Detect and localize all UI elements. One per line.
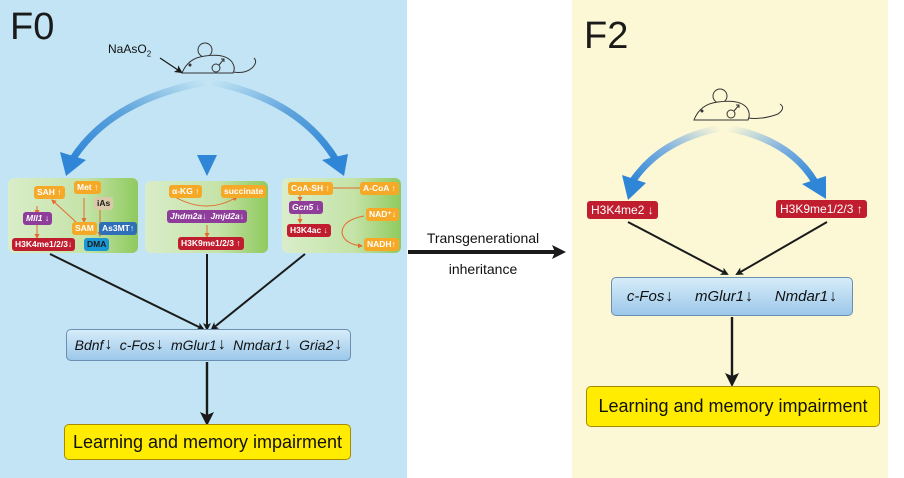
- transgenerational-label: Transgenerational: [426, 230, 540, 246]
- exposure-arrow: [159, 57, 183, 74]
- metabolite-nadh: NADH↑: [364, 238, 399, 251]
- mouse-body: [181, 54, 235, 74]
- f2-blue-arrow-left: [629, 124, 721, 184]
- gene-name: Nmdar1: [233, 337, 283, 353]
- pathway-box-acetylation: CoA-SH ↑ A-CoA ↑ Gcn5 ↓ NAD⁺↓ H3K4ac ↓ N…: [282, 178, 401, 253]
- male-symbol-icon: [726, 109, 736, 119]
- f2-mouse-icon: [693, 88, 784, 121]
- f2-blue-arrowhead-left: [622, 175, 646, 200]
- down-arrow-icon: ↓: [104, 336, 113, 353]
- histone-mark-h3k4ac: H3K4ac ↓: [287, 224, 331, 237]
- arrow-box3-to-genes: [210, 253, 306, 331]
- mouse-body: [693, 100, 750, 121]
- blue-arrow-left: [69, 78, 206, 162]
- blue-arrow-right: [211, 78, 340, 162]
- pathway2-connectors: [174, 196, 238, 238]
- gene-name: c-Fos: [119, 337, 155, 353]
- blue-arrowhead-center: [197, 155, 217, 176]
- down-arrow-icon: ↓: [745, 287, 754, 305]
- down-arrow-icon: ↓: [155, 336, 164, 353]
- metabolite-succinate: succinate: [221, 185, 267, 198]
- down-arrow-icon: ↓: [665, 287, 674, 305]
- gene-name: Gria2: [299, 337, 334, 353]
- down-arrow-icon: ↓: [829, 287, 838, 305]
- inheritance-label: inheritance: [448, 261, 518, 277]
- mouse-ear: [197, 42, 213, 58]
- f2-gene-expression-box: c-Fos↓ mGlur1↓ Nmdar1↓: [611, 277, 853, 316]
- pathway-box-methylation: SAH ↑ Met ↑ iAs Mll1 ↓ SAM As3MT↑ H3K4me…: [8, 178, 138, 253]
- gene-nmdar1: Nmdar1↓: [233, 336, 292, 354]
- f2-arrow-h3k9-to-genes: [735, 221, 828, 276]
- f2-blue-arrowhead-right: [802, 176, 826, 199]
- enzyme-jmjd2a: Jmjd2a↓: [210, 211, 244, 221]
- gene-name: c-Fos: [626, 288, 665, 305]
- exposure-label: NaAsO2: [108, 42, 151, 58]
- f2-histone-mark-h3k4me2: H3K4me2 ↓: [587, 201, 658, 219]
- f0-generation-label: F0: [10, 6, 55, 48]
- metabolite-alpha-kg: α-KG ↑: [169, 185, 203, 198]
- metabolite-dma: DMA: [84, 238, 110, 251]
- gene-c-fos: c-Fos↓: [627, 288, 674, 306]
- exposure-subscript: 2: [146, 49, 152, 59]
- down-arrow-icon: ↓: [334, 336, 343, 353]
- f0-outcome-box: Learning and memory impairment: [64, 424, 351, 460]
- f0-mouse-icon: [181, 42, 257, 74]
- metabolite-coa-sh: CoA-SH ↑: [288, 182, 333, 195]
- metabolite-ias: iAs: [94, 197, 114, 210]
- enzyme-as3mt: As3MT↑: [99, 222, 138, 235]
- gene-mglur1: mGlur1↓: [695, 288, 753, 306]
- exposure-text: NaAsO: [108, 42, 147, 56]
- f2-outcome-box: Learning and memory impairment: [586, 386, 880, 427]
- gene-nmdar1: Nmdar1↓: [775, 288, 837, 306]
- enzyme-jhdm2a: Jhdm2a↓: [170, 211, 207, 221]
- enzyme-demethylases: Jhdm2a↓ Jmjd2a↓: [167, 210, 247, 223]
- arrow-box1-to-genes: [49, 253, 205, 330]
- enzyme-mll1: Mll1 ↓: [23, 212, 53, 225]
- male-symbol-icon: [211, 63, 221, 73]
- gene-gria2: Gria2↓: [299, 336, 342, 354]
- metabolite-met: Met ↑: [74, 181, 102, 194]
- blue-arrowhead-right: [322, 154, 348, 176]
- gene-name: mGlur1: [170, 337, 217, 353]
- enzyme-gcn5: Gcn5 ↓: [289, 201, 323, 214]
- down-arrow-icon: ↓: [217, 336, 226, 353]
- down-arrow-icon: ↓: [283, 336, 292, 353]
- f2-histone-mark-h3k9me: H3K9me1/2/3 ↑: [776, 200, 867, 218]
- gene-name: mGlur1: [694, 288, 745, 305]
- histone-mark-h3k4me: H3K4me1/2/3↓: [12, 238, 76, 251]
- gene-c-fos: c-Fos↓: [120, 336, 164, 354]
- f2-generation-label: F2: [584, 15, 629, 57]
- gene-name: Bdnf: [74, 337, 104, 353]
- metabolite-acetyl-coa: A-CoA ↑: [360, 182, 399, 195]
- histone-mark-h3k9me: H3K9me1/2/3 ↑: [178, 237, 244, 250]
- mouse-tail: [747, 103, 784, 119]
- gene-mglur1: mGlur1↓: [171, 336, 226, 354]
- blue-arrowhead-left: [60, 152, 86, 176]
- metabolite-sam: SAM: [72, 222, 97, 235]
- mouse-tail: [232, 57, 257, 73]
- f0-gene-expression-box: Bdnf↓ c-Fos↓ mGlur1↓ Nmdar1↓ Gria2↓: [66, 329, 351, 361]
- gene-bdnf: Bdnf↓: [75, 336, 113, 354]
- pathway-box-demethylation: α-KG ↑ succinate Jhdm2a↓ Jmjd2a↓ H3K9me1…: [145, 181, 268, 253]
- gene-name: Nmdar1: [774, 288, 829, 305]
- metabolite-nad: NAD⁺↓: [366, 208, 400, 221]
- f2-blue-arrow-right: [727, 124, 819, 184]
- metabolite-sah: SAH ↑: [34, 186, 65, 199]
- f2-arrow-h3k4-to-genes: [627, 221, 729, 275]
